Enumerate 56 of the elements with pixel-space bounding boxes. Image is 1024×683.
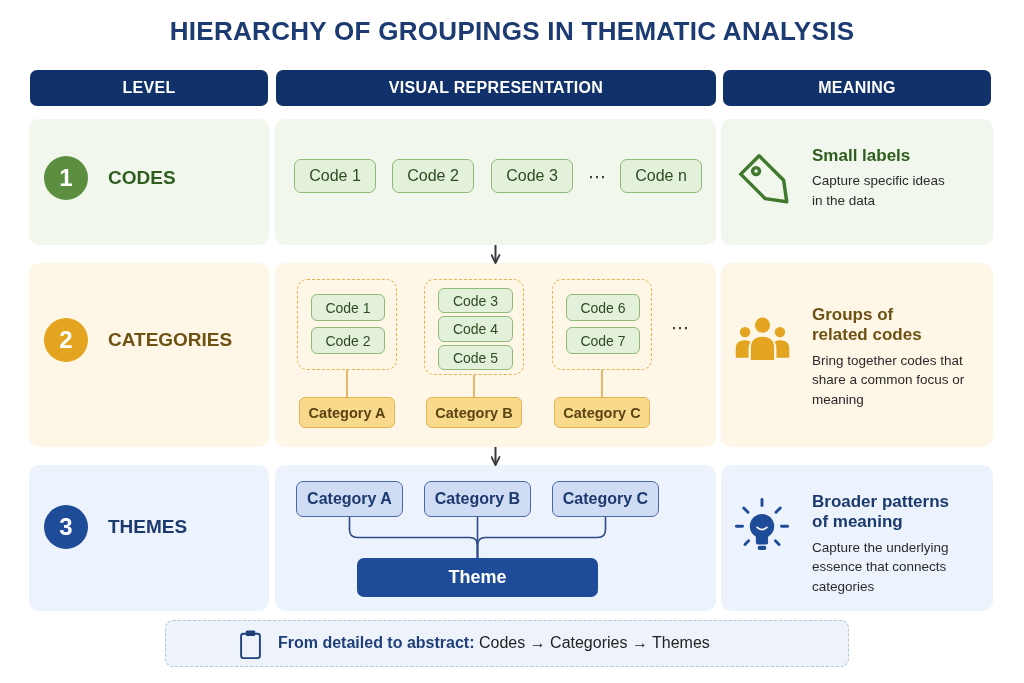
meaning-panel [721, 465, 993, 611]
code-box: Code 3 [491, 159, 573, 193]
level-panel [29, 465, 269, 611]
category-box: Category C [554, 397, 650, 428]
summary-text: From detailed to abstract: Codes → Categories → Themes [278, 634, 710, 652]
code-box: Code 1 [311, 294, 385, 321]
diagram-title: HIERARCHY OF GROUPINGS IN THEMATIC ANALYSIS [168, 16, 856, 47]
code-box: Code 3 [438, 288, 513, 313]
arrow [490, 244, 501, 264]
code-box: Code 6 [566, 294, 640, 321]
category-box: Category B [426, 397, 522, 428]
meaning-heading: Groups of related codes [812, 305, 923, 346]
connector-line [601, 369, 603, 398]
meaning-panel [721, 263, 993, 447]
category-box: Category A [296, 481, 403, 517]
meaning-description: Capture the underlying essence that connects categories [812, 538, 950, 596]
category-box: Category B [424, 481, 531, 517]
meaning-description: Capture specific ideas in the data [812, 172, 946, 210]
column-header: VISUAL REPRESENTATION [276, 70, 716, 106]
dashed-group-frame [297, 279, 397, 370]
connector-line [473, 374, 475, 398]
ellipsis: ⋯ [587, 166, 607, 189]
code-box: Code 7 [566, 327, 640, 354]
level-panel [29, 119, 269, 245]
summary-note [165, 620, 849, 667]
arrow [490, 446, 501, 466]
category-box: Category C [552, 481, 659, 517]
meaning-heading: Broader patterns of meaning [812, 492, 950, 533]
level-name: CODES [108, 167, 176, 189]
category-box: Category A [299, 397, 395, 428]
code-box: Code n [620, 159, 702, 193]
column-header: MEANING [723, 70, 991, 106]
level-name: CATEGORIES [108, 329, 233, 351]
code-box: Code 5 [438, 345, 513, 370]
diagram-panel [275, 263, 716, 447]
code-box: Code 2 [392, 159, 474, 193]
step-number: 1 [44, 156, 88, 200]
level-name: THEMES [108, 516, 188, 538]
ellipsis: ⋯ [670, 317, 690, 340]
step-number: 3 [44, 505, 88, 549]
diagram-panel [275, 119, 716, 245]
theme-box: Theme [357, 558, 598, 597]
code-box: Code 2 [311, 327, 385, 354]
code-box: Code 4 [438, 316, 513, 342]
connector-line [346, 369, 348, 398]
diagram-panel [275, 465, 716, 611]
dashed-group-frame [424, 279, 524, 375]
column-header: LEVEL [30, 70, 268, 106]
connector-line [476, 516, 607, 559]
meaning-heading: Small labels [812, 146, 912, 167]
dashed-group-frame [552, 279, 652, 370]
code-box: Code 1 [294, 159, 376, 193]
level-panel [29, 263, 269, 447]
step-number: 2 [44, 318, 88, 362]
meaning-panel [721, 119, 993, 245]
meaning-description: Bring together codes that share a common focus or meaning [812, 351, 966, 409]
